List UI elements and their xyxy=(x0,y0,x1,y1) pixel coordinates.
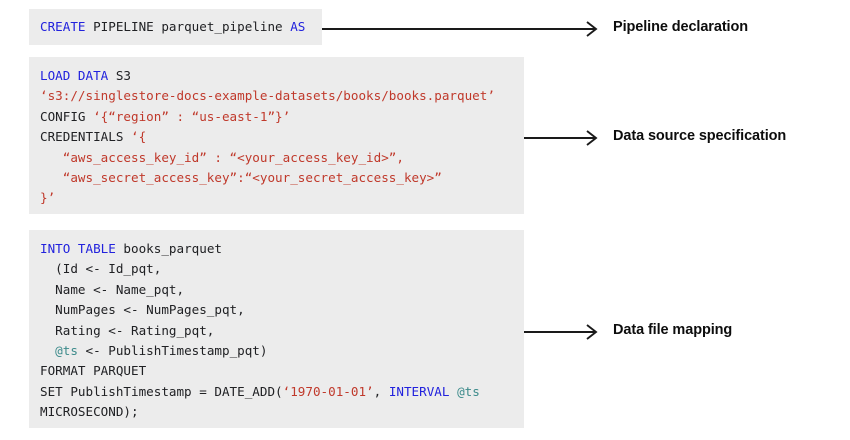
code-token-str: }’ xyxy=(40,190,56,206)
code-token-pln: books_parquet xyxy=(115,241,222,256)
code-token-kw: CREATE xyxy=(40,19,86,34)
arrow-to-pipeline-declaration xyxy=(322,21,598,37)
code-block-pipeline-declaration: CREATE PIPELINE parquet_pipeline AS xyxy=(29,9,322,45)
annotation-label-pipeline-declaration: Pipeline declaration xyxy=(613,19,748,35)
code-token-pln: SET PublishTimestamp = DATE_ADD( xyxy=(40,383,283,399)
code-token-pln: MICROSECOND); xyxy=(40,404,139,420)
code-line: Name <- Name_pqt, xyxy=(40,280,514,300)
code-line: CREDENTIALS ‘{ xyxy=(40,127,514,147)
arrow-to-data-file-mapping xyxy=(524,324,598,340)
annotation-label-data-source: Data source specification xyxy=(613,128,787,144)
code-token-var: @ts xyxy=(457,383,480,399)
code-block-data-source: LOAD DATA S3 ‘s3://singlestore-docs-examp… xyxy=(29,57,524,214)
code-line: @ts <- PublishTimestamp_pqt) xyxy=(40,341,514,361)
code-line: Rating <- Rating_pqt, xyxy=(40,321,514,341)
code-token-pln: CONFIG xyxy=(40,108,94,124)
code-token-pln: , xyxy=(373,383,389,399)
code-token-str: “aws_secret_access_key”:“<your_secret_ac… xyxy=(40,169,442,185)
code-line: }’ xyxy=(40,188,514,208)
code-token-kw: AS xyxy=(290,19,306,34)
code-line: INTO TABLE books_parquet xyxy=(40,239,514,259)
code-token-pln: Name <- Name_pqt, xyxy=(40,281,185,297)
code-line: LOAD DATA S3 xyxy=(40,66,514,86)
annotation-label-data-file-mapping: Data file mapping xyxy=(613,322,733,338)
code-token-kw: LOAD DATA xyxy=(40,68,109,83)
code-token-pln: S3 xyxy=(108,68,131,83)
arrow-to-data-source xyxy=(524,130,598,146)
code-block-data-file-mapping: INTO TABLE books_parquet (Id <- Id_pqt, … xyxy=(29,230,524,428)
code-token-str: ‘{ xyxy=(131,129,147,145)
code-line: FORMAT PARQUET xyxy=(40,361,514,381)
code-line: SET PublishTimestamp = DATE_ADD(‘1970-01… xyxy=(40,382,514,402)
code-line: MICROSECOND); xyxy=(40,402,514,422)
code-line: ‘s3://singlestore-docs-example-datasets/… xyxy=(40,86,514,106)
code-line: CREATE PIPELINE parquet_pipeline AS xyxy=(40,17,312,37)
code-token-pln: <- PublishTimestamp_pqt) xyxy=(77,342,268,358)
code-line: “aws_access_key_id” : “<your_access_key_… xyxy=(40,148,514,168)
code-token-pln: FORMAT PARQUET xyxy=(40,363,147,379)
code-token-str: ‘s3://singlestore-docs-example-datasets/… xyxy=(40,88,495,104)
code-line: “aws_secret_access_key”:“<your_secret_ac… xyxy=(40,168,514,188)
code-token-pln: (Id <- Id_pqt, xyxy=(40,261,162,277)
code-token-str: “aws_access_key_id” : “<your_access_key_… xyxy=(40,149,404,165)
code-token-pln: Rating <- Rating_pqt, xyxy=(40,322,215,338)
code-line: NumPages <- NumPages_pqt, xyxy=(40,300,514,320)
code-token-pln xyxy=(40,343,55,358)
code-token-str: ‘{“region” : “us-east-1”}’ xyxy=(93,108,291,124)
code-token-pln: NumPages <- NumPages_pqt, xyxy=(40,302,245,318)
code-token-pln: CREDENTIALS xyxy=(40,129,131,145)
code-line: CONFIG ‘{“region” : “us-east-1”}’ xyxy=(40,107,514,127)
code-line: (Id <- Id_pqt, xyxy=(40,259,514,279)
code-token-kw: INTERVAL xyxy=(388,383,450,399)
code-token-pln: PIPELINE parquet_pipeline xyxy=(85,19,291,34)
code-token-str: ‘1970-01-01’ xyxy=(282,383,374,399)
code-token-pln xyxy=(449,384,457,399)
code-token-var: @ts xyxy=(55,342,78,358)
code-token-kw: INTO TABLE xyxy=(40,241,116,256)
